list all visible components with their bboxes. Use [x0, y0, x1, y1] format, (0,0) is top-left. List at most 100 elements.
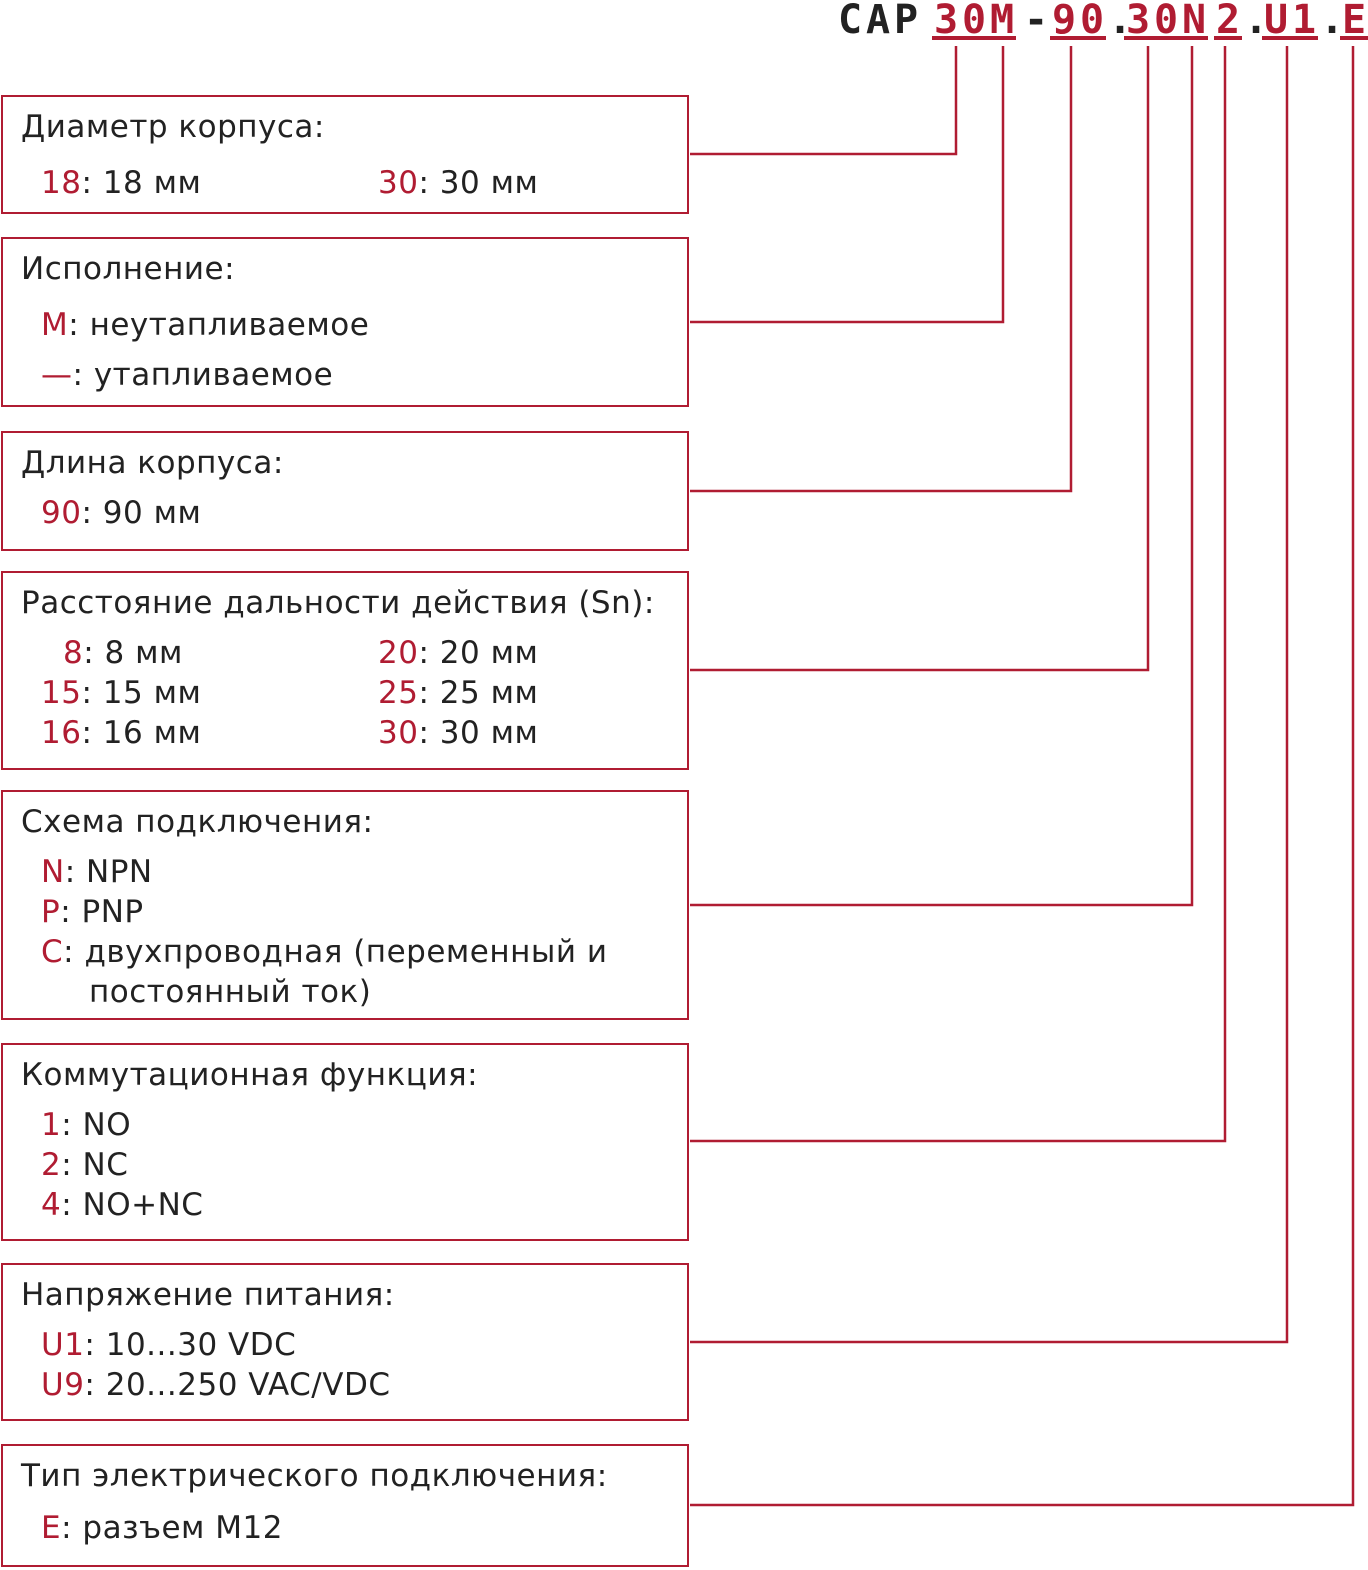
option-item: U1: 10...30 VDC [41, 1327, 296, 1363]
code-char: . [1107, 0, 1133, 43]
code-char-connection: E [1340, 0, 1368, 43]
option-label: NC [82, 1147, 129, 1183]
option-separator: : [68, 307, 90, 343]
option-continuation: постоянный ток) [89, 974, 371, 1010]
option-key: 30 [378, 715, 419, 751]
option-item: —: утапливаемое [41, 357, 333, 393]
option-item: 18: 18 мм [41, 165, 201, 201]
code-char-diameter: 0 [960, 0, 988, 43]
option-key: 16 [41, 715, 82, 751]
box-title: Длина корпуса: [21, 445, 284, 481]
option-separator: : [83, 635, 105, 671]
box-title: Диаметр корпуса: [21, 109, 325, 145]
box-sensing-distance: Расстояние дальности действия (Sn): 8: 8… [1, 571, 689, 770]
option-key: N [41, 854, 65, 890]
option-separator: : [63, 934, 85, 970]
option-label: 20...250 VAC/VDC [105, 1367, 391, 1403]
option-label: 16 мм [102, 715, 202, 751]
option-key: 90 [41, 495, 82, 531]
code-char-voltage: 1 [1290, 0, 1318, 43]
option-label: утапливаемое [93, 357, 334, 393]
code-char-distance: 0 [1152, 0, 1180, 43]
leader-distance [690, 46, 1150, 672]
code-char-version: M [988, 0, 1016, 43]
option-key: 1 [41, 1107, 62, 1143]
box-title: Исполнение: [21, 251, 236, 287]
code-char-wiring: N [1180, 0, 1208, 43]
option-separator: : [61, 1107, 83, 1143]
option-key: 25 [378, 675, 419, 711]
option-separator: : [418, 675, 440, 711]
option-label: двухпроводная (переменный и [84, 934, 608, 970]
option-item: P: PNP [41, 894, 144, 930]
option-item: E: разъем M12 [41, 1510, 283, 1546]
option-key: C [41, 934, 64, 970]
option-label: 10...30 VDC [105, 1327, 297, 1363]
code-char-distance: 3 [1124, 0, 1152, 43]
option-item: 15: 15 мм [41, 675, 201, 711]
code-char: C [837, 0, 863, 43]
order-code: C A P 3 0 M - 9 0 . 3 0 N 2 . U 1 . E [836, 0, 1368, 48]
option-label: NO+NC [82, 1187, 204, 1223]
option-item: 4: NO+NC [41, 1187, 203, 1223]
leader-function [690, 46, 1227, 1143]
option-key: 15 [41, 675, 82, 711]
option-label: 30 мм [439, 715, 539, 751]
code-char: - [1023, 0, 1049, 43]
option-item: 25: 25 мм [378, 675, 538, 711]
option-label: 25 мм [439, 675, 539, 711]
option-key: U9 [41, 1367, 85, 1403]
option-label: 20 мм [439, 635, 539, 671]
leader-version [690, 46, 1005, 324]
code-char-function: 2 [1214, 0, 1242, 43]
option-label: разъем M12 [82, 1510, 283, 1546]
box-title: Тип электрического подключения: [21, 1458, 608, 1494]
option-key: P [41, 894, 61, 930]
option-label: PNP [81, 894, 144, 930]
option-key: 18 [41, 165, 82, 201]
option-item: N: NPN [41, 854, 153, 890]
option-separator: : [72, 357, 94, 393]
code-char: A [865, 0, 891, 43]
option-separator: : [81, 165, 103, 201]
code-char: . [1319, 0, 1345, 43]
option-key: 2 [41, 1147, 62, 1183]
option-separator: : [418, 635, 440, 671]
option-separator: : [418, 165, 440, 201]
code-char-length: 0 [1078, 0, 1106, 43]
option-item: 8: 8 мм [63, 635, 183, 671]
option-separator: : [84, 1367, 106, 1403]
box-electrical-connection: Тип электрического подключения: E: разъе… [1, 1444, 689, 1567]
option-separator: : [60, 894, 82, 930]
option-separator: : [64, 854, 87, 890]
option-separator: : [81, 495, 103, 531]
leader-connection [690, 46, 1355, 1507]
box-title: Схема подключения: [21, 804, 374, 840]
option-key: — [41, 357, 73, 393]
code-char-diameter: 3 [932, 0, 960, 43]
option-key: E [41, 1510, 62, 1546]
code-char: . [1243, 0, 1269, 43]
option-key: U1 [41, 1327, 85, 1363]
option-separator: : [61, 1147, 83, 1183]
option-label: 18 мм [102, 165, 202, 201]
option-separator: : [418, 715, 440, 751]
box-title: Напряжение питания: [21, 1277, 395, 1313]
option-separator: : [61, 1187, 83, 1223]
code-char-length: 9 [1050, 0, 1078, 43]
option-label: постоянный ток) [89, 974, 372, 1010]
leader-wiring [690, 46, 1194, 907]
option-item: U9: 20...250 VAC/VDC [41, 1367, 390, 1403]
option-separator: : [81, 715, 103, 751]
option-item: 2: NC [41, 1147, 128, 1183]
option-label: неутапливаемое [89, 307, 370, 343]
option-item: 30: 30 мм [378, 715, 538, 751]
option-key: 30 [378, 165, 419, 201]
option-item: C: двухпроводная (переменный и [41, 934, 608, 970]
box-title: Коммутационная функция: [21, 1057, 479, 1093]
option-label: 30 мм [439, 165, 539, 201]
option-item: M: неутапливаемое [41, 307, 369, 343]
option-label: 8 мм [104, 635, 183, 671]
option-key: 8 [63, 635, 84, 671]
code-char-voltage: U [1262, 0, 1290, 43]
